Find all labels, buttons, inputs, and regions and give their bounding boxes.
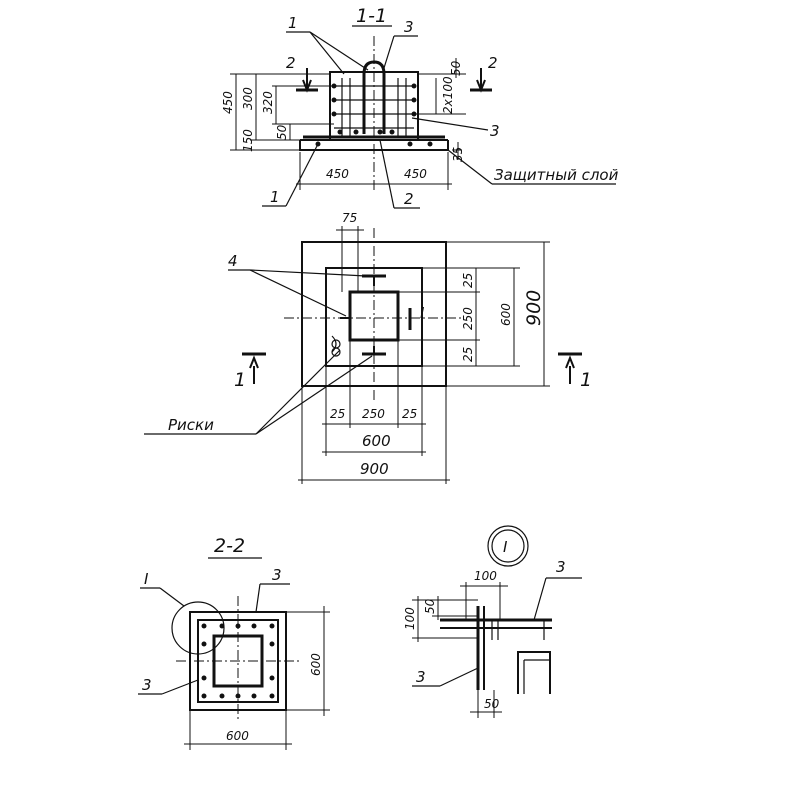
dim-600-side-2-2: 600	[309, 653, 323, 676]
dim-50-side-detail: 50	[423, 598, 437, 614]
dim-35: 35	[451, 147, 465, 162]
dim-600-bottom: 600	[362, 432, 391, 450]
callout-3-top-2-2: 3	[272, 566, 282, 584]
section-2-2-title: 2-2	[214, 535, 245, 557]
detail-I-title-circle	[487, 525, 529, 567]
callout-2-bottom: 2	[404, 190, 414, 208]
dim-75: 75	[342, 211, 357, 225]
dim-450-right: 450	[404, 167, 427, 181]
dim-100-top-detail: 100	[474, 569, 497, 583]
dim-250-right: 250	[461, 307, 475, 330]
section-1-1-title: 1-1	[356, 5, 387, 27]
detail-I-title: I	[503, 538, 508, 556]
dim-450-total: 450	[221, 91, 235, 114]
section-1-cut-right-label: 1	[580, 369, 592, 391]
callout-1-top: 1	[288, 14, 298, 32]
dim-25-right-bottom: 25	[461, 347, 475, 362]
detail-opening	[517, 651, 551, 694]
rebar-dots	[315, 83, 433, 147]
dim-320: 320	[261, 91, 275, 114]
section-2-arrow-left-label: 2	[286, 54, 296, 72]
dim-25-bottom-left: 25	[330, 407, 345, 421]
dim-50-bottom-detail: 50	[484, 697, 500, 711]
dim-600-right: 600	[499, 303, 513, 326]
callout-3-left-detail: 3	[416, 668, 426, 686]
detail-I-circle	[171, 601, 225, 655]
dim-100-side-detail: 100	[403, 607, 417, 630]
dim-250-bottom: 250	[362, 407, 385, 421]
dim-50-top: 50	[449, 60, 463, 76]
callout-3-right: 3	[490, 122, 500, 140]
callout-1-bottom: 1	[270, 188, 280, 206]
dim-900-right: 900	[523, 290, 545, 326]
marker-I-label: I	[420, 304, 425, 322]
dim-25-right-top: 25	[461, 273, 475, 288]
dim-600-bottom-2-2: 600	[226, 729, 249, 743]
section-2-2: 2-2 I 3 3 600	[138, 535, 330, 750]
section-1-cut-left-label: 1	[234, 369, 246, 391]
plan-view: 75 25 250 25 600 900 25 250 25 600 900	[144, 211, 592, 484]
dim-2x100: 2x100	[441, 76, 455, 114]
section-2-arrow-right-label: 2	[488, 54, 498, 72]
section-1-1: 1-1 2	[221, 5, 619, 209]
dim-450-left: 450	[326, 167, 349, 181]
marks-label: Риски	[168, 416, 214, 434]
callout-3-top: 3	[404, 18, 414, 36]
dim-150: 150	[241, 129, 255, 152]
dim-300: 300	[241, 87, 255, 110]
callout-detail-I: I	[144, 570, 149, 588]
callout-4: 4	[228, 252, 238, 270]
section-2-2-rebar	[201, 623, 275, 699]
dim-50-low: 50	[275, 124, 289, 140]
callout-3-top-detail: 3	[556, 558, 566, 576]
dim-900-bottom: 900	[360, 460, 389, 478]
dim-25-bottom-right: 25	[402, 407, 417, 421]
callout-3-left-2-2: 3	[142, 676, 152, 694]
protective-layer-label: Защитный слой	[494, 166, 619, 184]
detail-I: I 100 100 50 50 3 3	[403, 525, 582, 718]
